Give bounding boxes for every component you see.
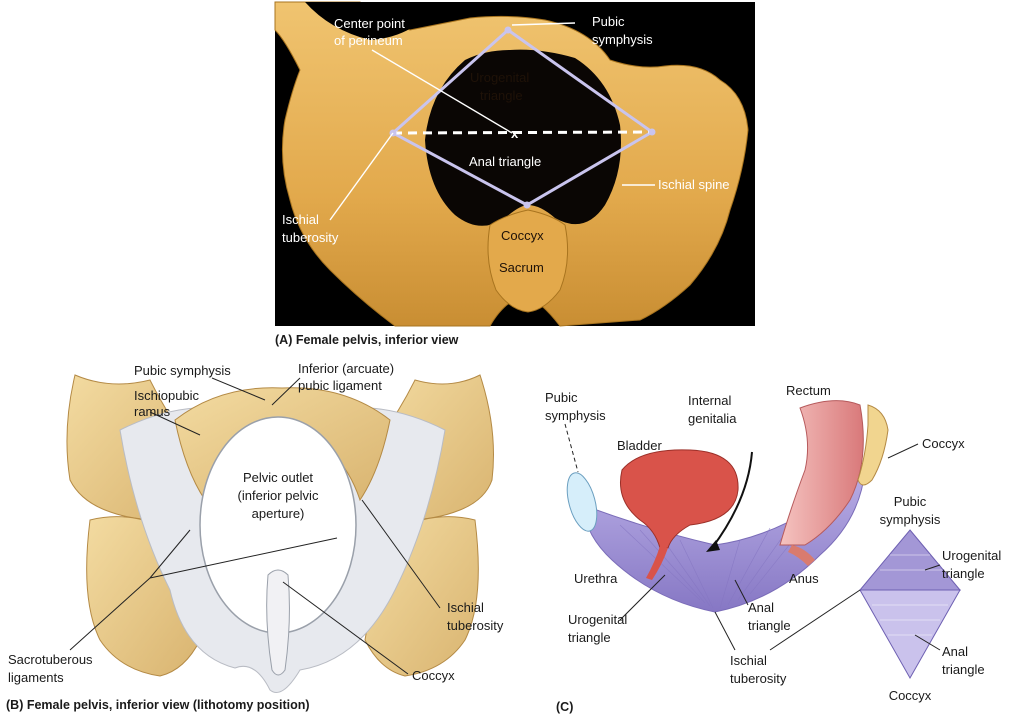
panel-c-leader-coccyx (888, 444, 918, 458)
panel-a-caption: (A) Female pelvis, inferior view (275, 333, 459, 347)
panel-c-label-diamond-anal: Anal (942, 644, 968, 659)
panel-c-label-urethra: Urethra (574, 571, 618, 586)
panel-c-label-anal-triangle: triangle (748, 618, 791, 633)
panel-b-label-pubic-symphysis: Pubic symphysis (134, 363, 231, 378)
panel-b-label-ischiopubic: Ischiopubic (134, 388, 200, 403)
panel-c: Pubic symphysis Internal genitalia Rectu… (545, 383, 1001, 714)
panel-a-label-pubic: Pubic (592, 14, 625, 29)
panel-c-label-pubic: Pubic (545, 390, 578, 405)
panel-c-label-anal: Anal (748, 600, 774, 615)
panel-c-label-diamond-urogenital: Urogenital (942, 548, 1001, 563)
panel-c-rectum (780, 401, 863, 545)
panel-b-label-coccyx: Coccyx (412, 668, 455, 683)
panel-b-caption: (B) Female pelvis, inferior view (lithot… (6, 698, 310, 712)
panel-a-point-right (649, 129, 656, 136)
panel-c-leader-pubic (565, 424, 578, 472)
panel-a-label-uro-triangle: triangle (480, 88, 523, 103)
panel-c-label-anus: Anus (789, 571, 819, 586)
panel-c-label-diamond-coccyx: Coccyx (889, 688, 932, 703)
panel-b-label-ligaments: ligaments (8, 670, 64, 685)
panel-b-coccyx (267, 570, 290, 675)
panel-b-label-inferior: Inferior (arcuate) (298, 361, 394, 376)
panel-c-label-bladder: Bladder (617, 438, 662, 453)
panel-c-label-tuberosity: tuberosity (730, 671, 787, 686)
panel-a-label-sacrum: Sacrum (499, 260, 544, 275)
panel-a-label-coccyx: Coccyx (501, 228, 544, 243)
panel-a-label-center-point: Center point (334, 16, 405, 31)
panel-a-label-tuberosity: tuberosity (282, 230, 339, 245)
panel-b: Pubic symphysis Inferior (arcuate) pubic… (6, 361, 504, 712)
panel-b-label-inferior-pelvic: (inferior pelvic (238, 488, 319, 503)
panel-c-label-diamond-uro-triangle: triangle (942, 566, 985, 581)
panel-b-label-pelvic-outlet: Pelvic outlet (243, 470, 313, 485)
panel-c-label-diamond-pubic: Pubic (894, 494, 927, 509)
panel-c-label-urogenital: Urogenital (568, 612, 627, 627)
panel-b-label-ischial: Ischial (447, 600, 484, 615)
panel-a-label-of-perineum: of perineum (334, 33, 403, 48)
panel-b-label-sacrotuberous: Sacrotuberous (8, 652, 93, 667)
panel-c-label-coccyx: Coccyx (922, 436, 965, 451)
panel-a-point-coccyx (524, 202, 531, 209)
panel-c-label-diamond-anal-triangle: triangle (942, 662, 985, 677)
panel-c-label-internal: Internal (688, 393, 731, 408)
panel-c-label-genitalia: genitalia (688, 411, 737, 426)
panel-a-label-ischial-spine: Ischial spine (658, 177, 730, 192)
panel-b-label-pubic-ligament: pubic ligament (298, 378, 382, 393)
panel-a-label-anal-triangle: Anal triangle (469, 154, 541, 169)
panel-a-center-x: x (511, 126, 519, 141)
panel-c-label-rectum: Rectum (786, 383, 831, 398)
panel-b-label-aperture: aperture) (252, 506, 305, 521)
panel-c-label-diamond-symphysis: symphysis (880, 512, 941, 527)
panel-a-label-urogenital: Urogenital (470, 70, 529, 85)
panel-a-label-symphysis: symphysis (592, 32, 653, 47)
panel-c-caption: (C) (556, 700, 573, 714)
panel-a: x Center point of perineum Pubic symphys… (275, 2, 755, 347)
panel-a-label-ischial: Ischial (282, 212, 319, 227)
panel-b-label-tuberosity: tuberosity (447, 618, 504, 633)
panel-a-point-pubic (505, 27, 512, 34)
panel-b-label-ramus: ramus (134, 404, 171, 419)
panel-c-label-symphysis: symphysis (545, 408, 606, 423)
panel-c-leader-ischial-a (715, 612, 735, 650)
panel-c-label-uro-triangle: triangle (568, 630, 611, 645)
panel-c-label-ischial: Ischial (730, 653, 767, 668)
